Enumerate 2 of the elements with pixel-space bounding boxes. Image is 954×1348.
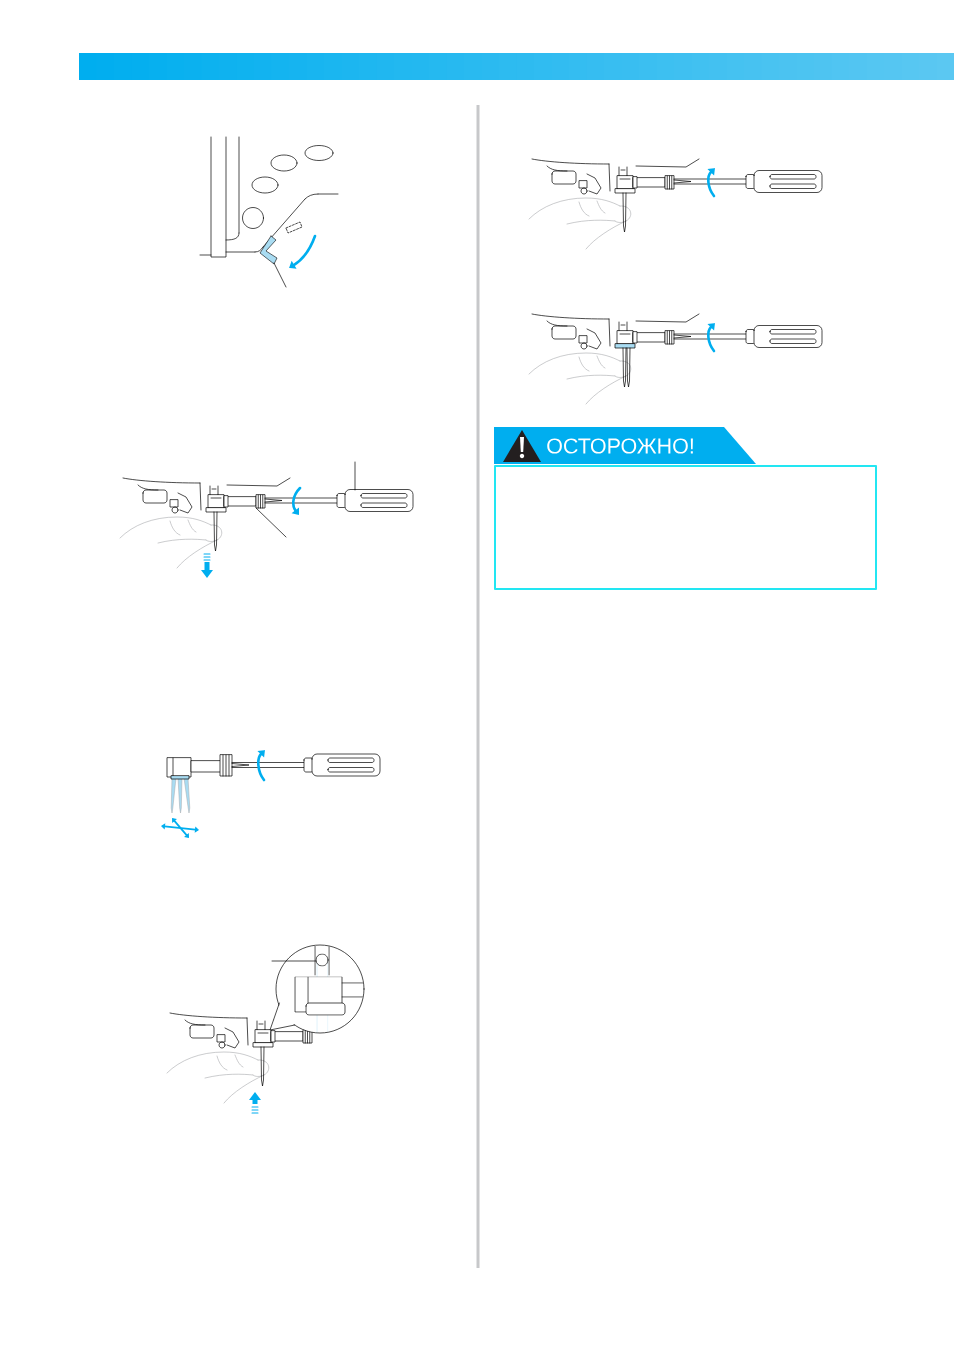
warning-banner: ОСТОРОЖНО! (494, 427, 756, 464)
caution-box (494, 465, 877, 590)
